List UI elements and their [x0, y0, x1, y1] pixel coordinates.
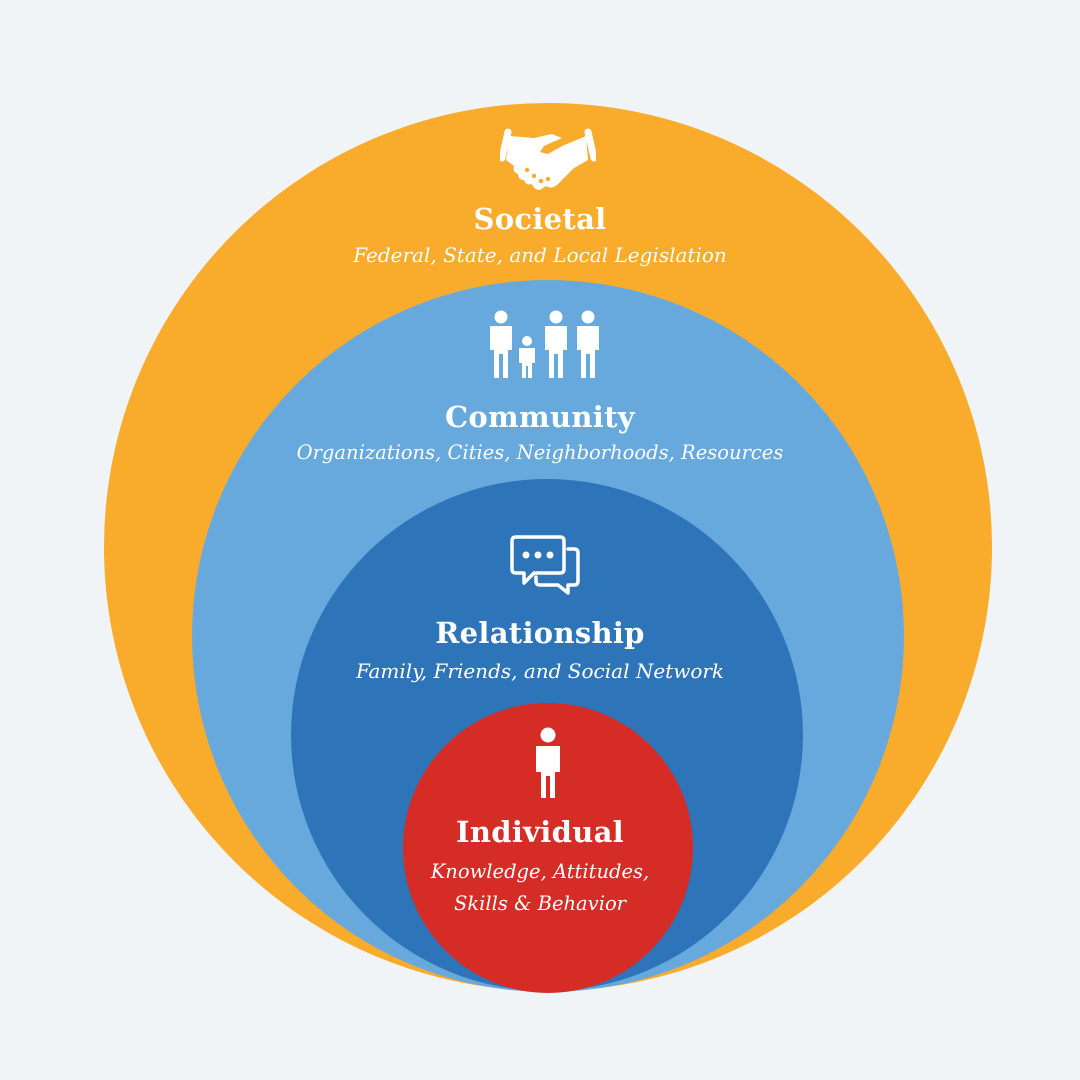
societal-description: Federal, State, and Local Legislation — [353, 243, 727, 267]
handshake-icon — [500, 128, 596, 190]
individual-title: Individual — [456, 815, 624, 849]
individual-description-line1: Knowledge, Attitudes, — [430, 860, 650, 883]
person-icon — [536, 727, 560, 798]
family-icon — [490, 310, 599, 378]
individual-description-line2: Skills & Behavior — [453, 892, 626, 915]
relationship-description: Family, Friends, and Social Network — [355, 659, 725, 683]
societal-title: Societal — [473, 202, 607, 236]
relationship-title: Relationship — [435, 616, 645, 650]
chat-bubbles-icon — [510, 535, 580, 595]
community-description: Organizations, Cities, Neighborhoods, Re… — [296, 441, 784, 464]
community-title: Community — [445, 400, 635, 434]
